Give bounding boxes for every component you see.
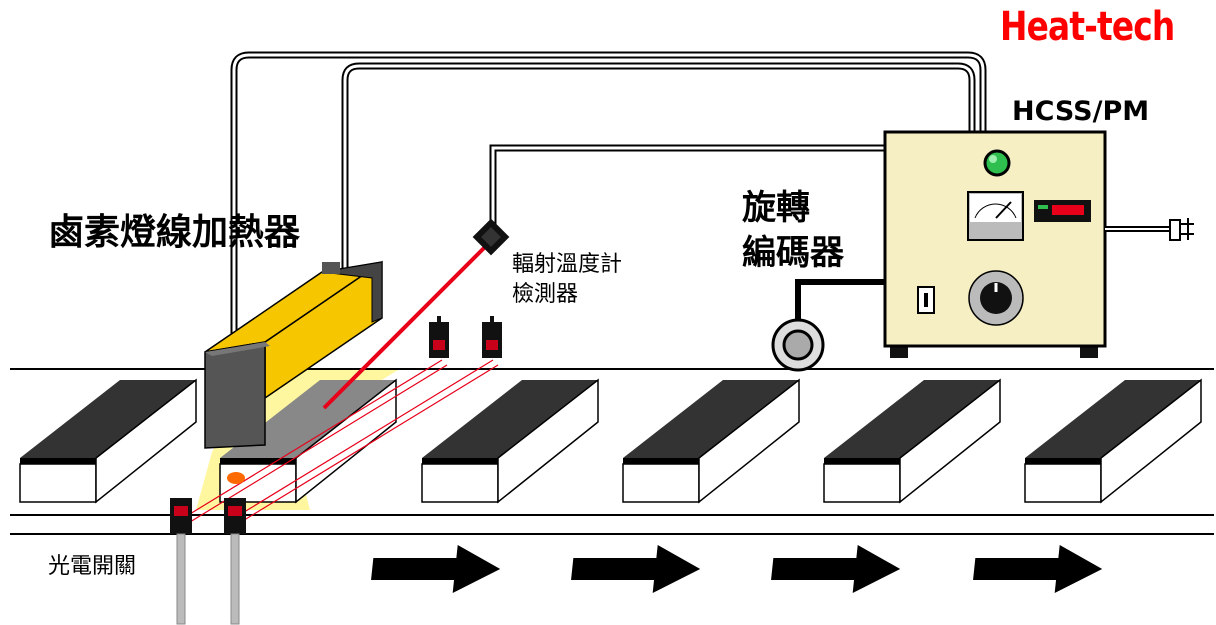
pyrometer-label: 輻射溫度計 檢測器 xyxy=(512,250,622,310)
heater-label: 鹵素燈線加熱器 xyxy=(48,212,301,253)
direction-arrows xyxy=(371,545,1103,593)
adjust-knob xyxy=(968,270,1024,326)
workpiece-list xyxy=(19,378,1202,504)
pyrometer-sensor xyxy=(472,218,510,256)
heater-cables xyxy=(230,51,987,350)
encoder-label-line2: 編碼器 xyxy=(742,233,844,273)
beam-spot xyxy=(227,472,245,484)
rotary-encoder xyxy=(771,279,885,372)
controller-box xyxy=(883,130,1107,358)
workpiece xyxy=(19,378,197,504)
analog-meter xyxy=(967,191,1024,241)
digital-meter xyxy=(1034,200,1091,222)
indicator-lamp xyxy=(983,149,1011,177)
arrow-right-icon xyxy=(571,545,701,593)
power-cord xyxy=(1105,218,1194,241)
pyrometer-label-line1: 輻射溫度計 xyxy=(512,252,623,277)
pyrometer-laser xyxy=(322,238,494,410)
pyrometer-cable xyxy=(489,144,885,230)
workpiece xyxy=(421,378,599,504)
pyrometer-label-line2: 檢測器 xyxy=(512,282,579,307)
workpiece xyxy=(622,378,800,504)
photo-switch-receiver xyxy=(170,498,192,625)
halogen-heater xyxy=(204,260,383,449)
photo-switch-label: 光電開關 xyxy=(48,554,137,579)
controller-model-label: HCSS/PM xyxy=(1012,96,1150,127)
workpiece xyxy=(823,378,1001,504)
brand-logo: Heat-tech xyxy=(1000,4,1175,50)
encoder-label: 旋轉 編碼器 xyxy=(742,186,844,276)
arrow-right-icon xyxy=(973,545,1103,593)
photo-switch-receiver xyxy=(224,498,246,625)
photo-switch-emitter xyxy=(482,316,502,358)
workpiece xyxy=(1024,378,1202,504)
encoder-label-line1: 旋轉 xyxy=(742,188,810,228)
photo-switch-emitter xyxy=(429,316,449,358)
arrow-right-icon xyxy=(371,545,501,593)
photo-switch-beams xyxy=(184,359,499,523)
arrow-right-icon xyxy=(771,545,901,593)
